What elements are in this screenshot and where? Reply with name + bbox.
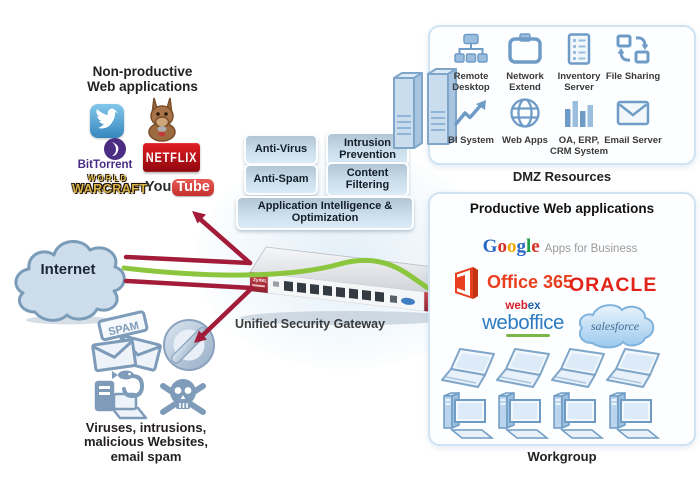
document-list-icon <box>567 33 591 65</box>
gateway-brand-text: ZyXEL <box>253 277 268 283</box>
spam-email-icon: SPAM <box>88 310 164 381</box>
dmz-item-file-sharing: File Sharing <box>601 33 665 83</box>
dmz-item-network-extend: Network Extend <box>493 33 557 93</box>
world-of-warcraft-logo: WORLD WARCRAFT <box>72 174 148 196</box>
red-arrowhead-down <box>194 330 207 343</box>
webex-weboffice-logo: webex weboffice <box>468 300 578 337</box>
server-rack-icon <box>386 56 466 161</box>
office-365-icon <box>449 266 481 305</box>
dmz-item-email-server: Email Server <box>601 97 665 147</box>
emule-icon <box>140 96 184 147</box>
twitter-icon <box>90 104 124 138</box>
bittorrent-icon <box>103 137 127 166</box>
trend-arrow-icon <box>454 100 486 126</box>
internet-label: Internet <box>40 261 96 278</box>
phishing-icon <box>92 368 152 431</box>
weboffice-underline <box>506 334 550 337</box>
org-chart-icon <box>454 33 488 63</box>
desktop-row <box>438 390 694 449</box>
internet-cloud <box>4 226 132 331</box>
dmz-item-remote-desktop: Remote Desktop <box>439 33 503 93</box>
bar-chart-icon <box>565 101 593 127</box>
office-365-label: Office 365 <box>487 272 574 292</box>
dmz-item-inventory-server: Inventory Server <box>547 33 611 93</box>
feature-app-intelligence: Application Intelligence & Optimization <box>236 196 414 230</box>
productive-title: Productive Web applications <box>469 201 655 216</box>
non-productive-title: Non-productive Web applications <box>87 64 198 95</box>
netflix-logo: NETFLIX <box>143 143 200 172</box>
red-arrowhead-up <box>192 211 206 224</box>
svg-text:salesforce: salesforce <box>591 319 640 333</box>
threats-caption: Viruses, intrusions, malicious Websites,… <box>83 420 209 464</box>
dmz-item-oa-erp-crm: OA, ERP, CRM System <box>547 97 611 157</box>
gateway-label: Unified Security Gateway <box>234 317 386 331</box>
skull-crossbones-icon <box>154 372 212 431</box>
envelope-icon <box>616 100 650 126</box>
bittorrent-label: BitTorrent <box>77 159 133 171</box>
salesforce-logo: salesforce <box>572 299 658 356</box>
sync-screens-icon <box>616 34 650 64</box>
globe-icon <box>510 98 540 128</box>
dmz-item-web-apps: Web Apps <box>493 97 557 147</box>
dmz-item-bi-system: BI System <box>439 97 503 147</box>
feature-anti-spam: Anti-Spam <box>244 164 318 195</box>
oracle-logo: ORACLE <box>569 274 658 296</box>
dmz-label: DMZ Resources <box>512 169 612 184</box>
workgroup-label: Workgroup <box>527 449 597 464</box>
tray-icon <box>508 33 542 64</box>
